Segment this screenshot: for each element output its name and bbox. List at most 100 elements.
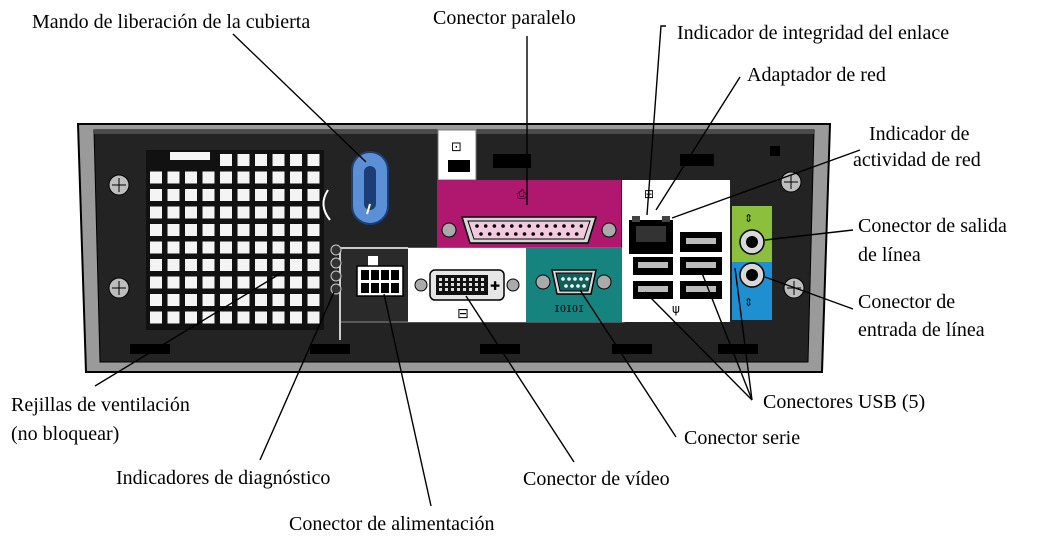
vent-hole bbox=[185, 224, 197, 236]
vent-hole bbox=[290, 224, 302, 236]
vent-hole bbox=[290, 259, 302, 271]
label-vents-line2: (no bloquear) bbox=[11, 423, 119, 445]
label-line-in-line2: entrada de línea bbox=[858, 319, 985, 341]
vent-hole bbox=[307, 171, 320, 184]
dvi-pin bbox=[445, 283, 448, 286]
parallel-pin bbox=[562, 224, 566, 228]
vent-hole bbox=[290, 294, 302, 306]
label-video-connector: Conector de vídeo bbox=[523, 468, 670, 490]
vent-hole bbox=[220, 276, 232, 289]
parallel-pin bbox=[510, 224, 514, 228]
dvi-pin bbox=[481, 288, 484, 291]
vent-hole bbox=[255, 189, 267, 201]
label-line-out-line1: Conector de salida bbox=[858, 215, 1007, 237]
vent-hole bbox=[167, 276, 180, 289]
dvi-pin bbox=[475, 288, 478, 291]
vent-hole bbox=[185, 206, 197, 219]
vent-hole bbox=[290, 189, 302, 201]
vent-hole bbox=[185, 294, 197, 306]
vent-hole bbox=[307, 311, 320, 324]
vent-hole bbox=[272, 206, 285, 219]
label-power-connector: Conector de alimentación bbox=[289, 513, 494, 535]
vent-hole bbox=[272, 224, 285, 236]
vent-hole bbox=[272, 276, 285, 289]
vent-hole bbox=[255, 276, 267, 289]
dvi-pin bbox=[475, 283, 478, 286]
vent-hole bbox=[290, 241, 302, 254]
vent-hole bbox=[272, 259, 285, 271]
vent-hole bbox=[202, 206, 215, 219]
vent-hole bbox=[150, 311, 162, 324]
vent-hole bbox=[255, 154, 267, 166]
dvi-pin bbox=[481, 283, 484, 286]
dvi-pin bbox=[439, 283, 442, 286]
parallel-pin bbox=[553, 224, 558, 228]
usb-port bbox=[680, 257, 722, 275]
vent-hole bbox=[237, 276, 250, 289]
parallel-pin bbox=[540, 232, 544, 236]
vent-hole bbox=[220, 171, 232, 184]
label-usb-connectors: Conectores USB (5) bbox=[763, 391, 925, 413]
dvi-pin bbox=[457, 283, 460, 286]
parallel-pin bbox=[483, 224, 488, 228]
callout-labels: Mando de liberación de la cubierta Conec… bbox=[11, 7, 1007, 535]
vent-hole bbox=[150, 189, 162, 201]
vent-hole bbox=[237, 259, 250, 271]
padlock-icon: ⊡ bbox=[451, 140, 462, 155]
printer-icon: ⎙ bbox=[517, 187, 527, 201]
parallel-pin bbox=[518, 224, 523, 228]
vent-slot bbox=[170, 152, 210, 160]
dvi-pin bbox=[451, 278, 454, 281]
dvi-pin bbox=[481, 278, 484, 281]
vent-hole bbox=[237, 241, 250, 254]
parallel-pin bbox=[475, 224, 479, 228]
label-link-integrity: Indicador de integridad del enlace bbox=[677, 22, 949, 44]
vent-hole bbox=[237, 154, 250, 166]
callout-lines bbox=[94, 25, 861, 507]
dvi-pin bbox=[463, 283, 466, 286]
vent-hole bbox=[307, 241, 320, 254]
parallel-pin bbox=[566, 232, 570, 236]
usb-icon: ψ bbox=[672, 302, 680, 316]
line-out-icon: ⇕ bbox=[744, 212, 753, 225]
vent-hole bbox=[237, 206, 250, 219]
parallel-pin bbox=[527, 224, 531, 228]
cover-release-knob bbox=[322, 151, 389, 225]
parallel-connector-panel: ⎙ bbox=[437, 180, 621, 248]
dvi-pin bbox=[469, 288, 472, 291]
parallel-pin bbox=[557, 232, 562, 236]
vent-hole bbox=[167, 241, 180, 254]
parallel-pin bbox=[505, 232, 509, 236]
label-diagnostic-indicators: Indicadores de diagnóstico bbox=[116, 467, 330, 489]
dvi-pin bbox=[463, 288, 466, 291]
line-in-icon: ⇕ bbox=[744, 296, 753, 309]
serial-connector: IOIOI bbox=[535, 269, 612, 315]
parallel-pin bbox=[522, 232, 527, 236]
vent-hole bbox=[220, 224, 232, 236]
dvi-pin bbox=[463, 278, 466, 281]
vent-hole bbox=[272, 154, 285, 166]
dvi-pin bbox=[445, 278, 448, 281]
vent-hole bbox=[202, 224, 215, 236]
dvi-pin bbox=[451, 283, 454, 286]
vent-hole bbox=[307, 276, 320, 289]
vent-hole bbox=[150, 206, 162, 219]
parallel-pin bbox=[570, 224, 575, 228]
power-connector bbox=[356, 256, 404, 297]
vent-hole bbox=[150, 241, 162, 254]
parallel-pin bbox=[514, 232, 518, 236]
dvi-pin bbox=[445, 288, 448, 291]
usb-port bbox=[633, 257, 673, 275]
vent-hole bbox=[307, 294, 320, 306]
vent-hole bbox=[307, 189, 320, 201]
vent-hole bbox=[255, 224, 267, 236]
vent-hole bbox=[237, 189, 250, 201]
parallel-pin bbox=[574, 232, 579, 236]
vent-hole bbox=[167, 171, 180, 184]
vent-hole bbox=[220, 311, 232, 324]
vent-hole bbox=[220, 189, 232, 201]
parallel-pin bbox=[501, 224, 505, 228]
dvi-pin bbox=[469, 278, 472, 281]
vent-hole bbox=[185, 259, 197, 271]
